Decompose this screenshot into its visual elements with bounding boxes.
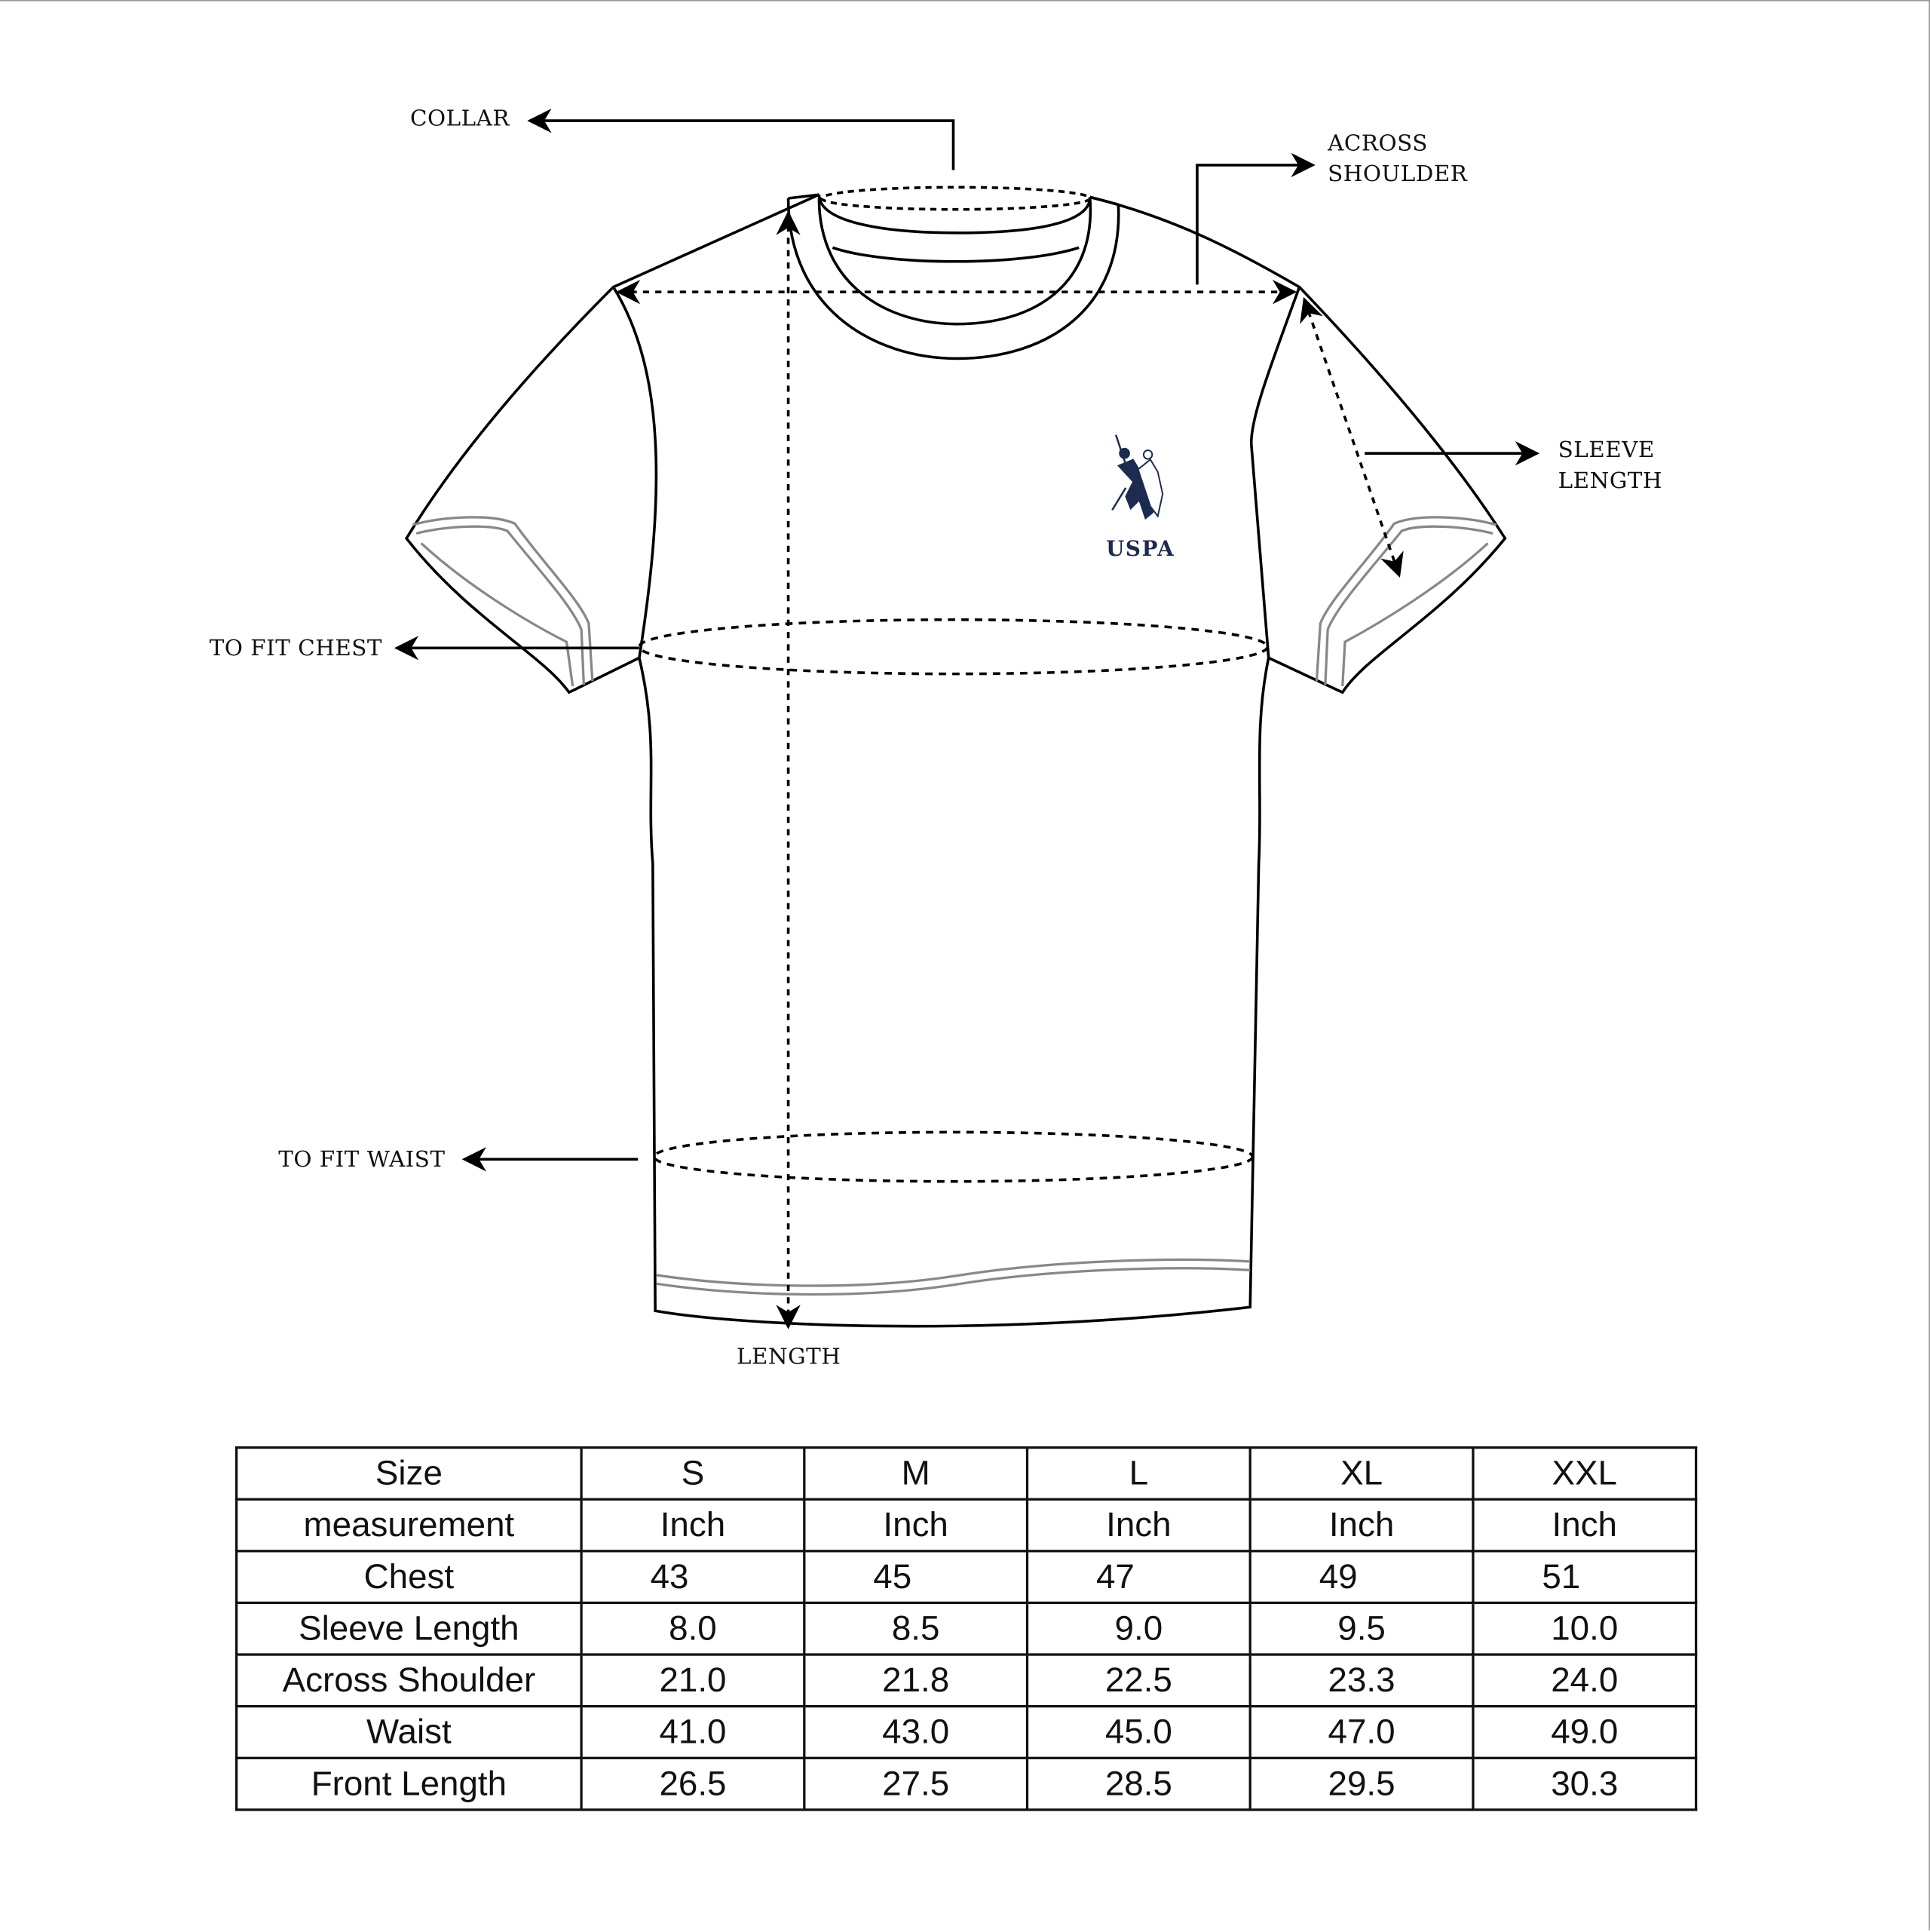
label-across-shoulder-line1: ACROSS: [1328, 130, 1428, 157]
unit-cell: Inch: [1248, 1498, 1475, 1553]
header-cell: L: [1025, 1446, 1251, 1501]
label-to-fit-chest: TO FIT CHEST: [209, 635, 383, 662]
row-label: Across Shoulder: [235, 1653, 583, 1708]
table-cell: 51: [1472, 1550, 1698, 1605]
header-cell: M: [803, 1446, 1029, 1501]
table-cell: 9.5: [1248, 1601, 1475, 1656]
table-row: Chest 43 45 47 49 51: [235, 1550, 1698, 1605]
table-unit-row: measurement Inch Inch Inch Inch Inch: [235, 1498, 1698, 1553]
unit-cell: Inch: [580, 1498, 806, 1553]
unit-cell: measurement: [235, 1498, 583, 1553]
table-row: Sleeve Length 8.0 8.5 9.0 9.5 10.0: [235, 1601, 1698, 1656]
table-cell: 28.5: [1025, 1756, 1251, 1811]
table-cell: 47.0: [1248, 1705, 1475, 1759]
table-header-row: Size S M L XL XXL: [235, 1446, 1698, 1501]
unit-cell: Inch: [1472, 1498, 1698, 1553]
table-cell: 9.0: [1025, 1601, 1251, 1656]
table-cell: 45.0: [1025, 1705, 1251, 1759]
table-cell: 49.0: [1472, 1705, 1698, 1759]
table-cell: 26.5: [580, 1756, 806, 1811]
table-row: Across Shoulder 21.0 21.8 22.5 23.3 24.0: [235, 1653, 1698, 1708]
table-cell: 43.0: [803, 1705, 1029, 1759]
table-cell: 41.0: [580, 1705, 806, 1759]
table-cell: 21.8: [803, 1653, 1029, 1708]
unit-cell: Inch: [1025, 1498, 1251, 1553]
table-cell: 24.0: [1472, 1653, 1698, 1708]
table-row: Front Length 26.5 27.5 28.5 29.5 30.3: [235, 1756, 1698, 1811]
table-cell: 49: [1248, 1550, 1475, 1605]
header-cell: S: [580, 1446, 806, 1501]
label-sleeve-length: SLEEVE LENGTH: [1558, 435, 1662, 497]
tshirt-outline: [404, 193, 1507, 1328]
table-cell: 47: [1025, 1550, 1251, 1605]
label-sleeve-length-line1: SLEEVE: [1558, 437, 1655, 464]
table-cell: 27.5: [803, 1756, 1029, 1811]
polo-player-logo-icon: [1111, 434, 1164, 520]
label-collar: COLLAR: [410, 106, 510, 132]
label-across-shoulder-line2: SHOULDER: [1328, 161, 1468, 188]
table-cell: 22.5: [1025, 1653, 1251, 1708]
table-row: Waist 41.0 43.0 45.0 47.0 49.0: [235, 1705, 1698, 1759]
table-cell: 23.3: [1248, 1653, 1475, 1708]
row-label: Waist: [235, 1705, 583, 1759]
row-label: Front Length: [235, 1756, 583, 1811]
table-cell: 29.5: [1248, 1756, 1475, 1811]
unit-cell: Inch: [803, 1498, 1029, 1553]
table-cell: 45: [803, 1550, 1029, 1605]
row-label: Sleeve Length: [235, 1601, 583, 1656]
measurement-guides: [394, 108, 1540, 1329]
header-cell: Size: [235, 1446, 583, 1501]
table-cell: 8.5: [803, 1601, 1029, 1656]
table-cell: 21.0: [580, 1653, 806, 1708]
table-cell: 43: [580, 1550, 806, 1605]
label-sleeve-length-line2: LENGTH: [1558, 468, 1663, 495]
table-cell: 8.0: [580, 1601, 806, 1656]
trim-stripes: [412, 516, 1497, 1296]
size-table: Size S M L XL XXL measurement Inch Inch …: [235, 1446, 1698, 1811]
table-cell: 10.0: [1472, 1601, 1698, 1656]
label-length: LENGTH: [736, 1344, 841, 1370]
label-across-shoulder: ACROSS SHOULDER: [1328, 128, 1467, 190]
header-cell: XL: [1248, 1446, 1475, 1501]
logo-wordmark: USPA: [1106, 537, 1175, 562]
header-cell: XXL: [1472, 1446, 1698, 1501]
label-to-fit-waist: TO FIT WAIST: [278, 1146, 446, 1173]
row-label: Chest: [235, 1550, 583, 1605]
table-cell: 30.3: [1472, 1756, 1698, 1811]
